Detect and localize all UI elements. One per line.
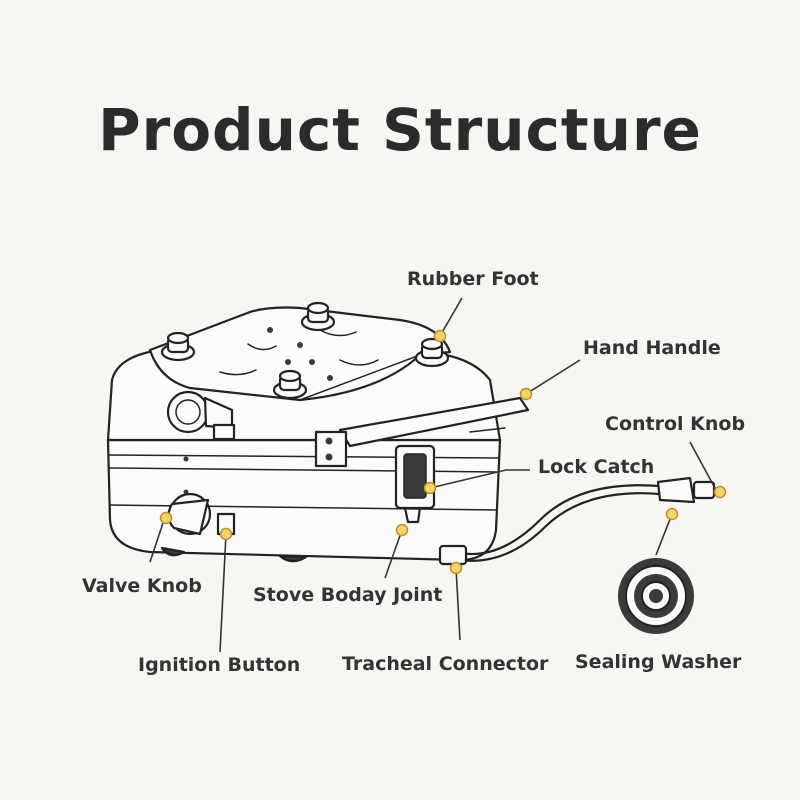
page-title: Product Structure — [98, 96, 702, 164]
callout-dots — [159, 329, 727, 575]
callout-dot-control-knob — [713, 485, 727, 499]
label-lock-catch: Lock Catch — [538, 456, 655, 478]
label-hand-handle: Hand Handle — [583, 337, 721, 359]
control-knob-shape — [656, 476, 696, 504]
lock-catch — [394, 444, 436, 524]
callout-dot-tracheal-connector — [449, 561, 463, 575]
callout-dot-valve-knob — [159, 511, 173, 525]
label-stove-body-joint: Stove Boday Joint — [253, 584, 443, 606]
rubber-foot-3 — [414, 337, 450, 368]
callout-dot-ignition-button — [219, 527, 233, 541]
label-sealing-washer: Sealing Washer — [575, 651, 742, 673]
label-rubber-foot: Rubber Foot — [407, 268, 539, 290]
callout-dot-sealing-washer — [665, 507, 679, 521]
gear-knob — [166, 390, 236, 441]
callout-dot-rubber-foot — [433, 329, 447, 343]
label-tracheal-connector: Tracheal Connector — [342, 653, 549, 675]
callout-dot-hand-handle — [519, 387, 533, 401]
valve-knob-assembly — [167, 492, 236, 536]
rubber-foot-2 — [300, 301, 336, 332]
label-control-knob: Control Knob — [605, 413, 746, 435]
rubber-foot-1 — [160, 331, 196, 362]
label-valve-knob: Valve Knob — [82, 575, 202, 597]
callout-dot-stove-body-joint — [395, 523, 409, 537]
rubber-foot-4 — [272, 369, 308, 400]
callout-dot-lock-catch — [423, 481, 437, 495]
top-rubber-feet — [160, 301, 450, 400]
sealing-washer — [618, 558, 694, 634]
label-ignition-button: Ignition Button — [138, 654, 301, 676]
hand-handle — [314, 396, 530, 468]
tracheal-connector-shape — [438, 544, 468, 566]
leader-lines — [149, 297, 717, 653]
